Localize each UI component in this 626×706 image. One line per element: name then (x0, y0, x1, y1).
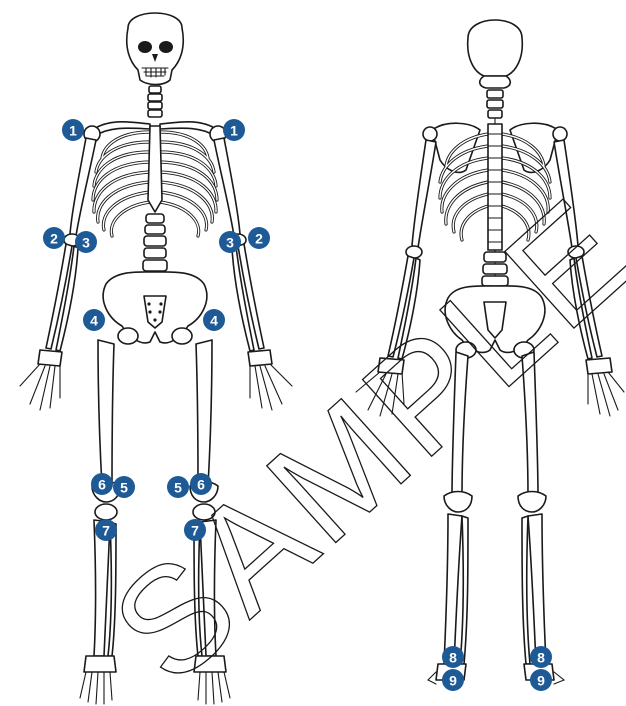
marker-number: 7 (191, 523, 199, 539)
right-arm (20, 138, 96, 410)
pelvis (103, 272, 207, 344)
marker-2-left-elbow-lateral: 2 (248, 227, 270, 249)
marker-number: 9 (537, 673, 545, 689)
marker-4-left-hip: 4 (203, 309, 225, 331)
marker-7-left-tibia: 7 (184, 519, 206, 541)
marker-3-left-elbow-medial: 3 (219, 231, 241, 253)
marker-2-right-elbow-lateral: 2 (43, 227, 65, 249)
marker-8-right-ankle: 8 (530, 646, 552, 668)
marker-9-right-heel: 9 (530, 669, 552, 691)
marker-number: 4 (90, 313, 98, 329)
marker-number: 7 (102, 523, 110, 539)
marker-6-right-knee-outer: 6 (91, 473, 113, 495)
marker-number: 9 (449, 673, 457, 689)
left-arm (214, 138, 292, 410)
skull-back (468, 20, 523, 88)
marker-5-right-knee-inner: 5 (113, 476, 135, 498)
marker-number: 6 (98, 477, 106, 493)
marker-number: 4 (210, 313, 218, 329)
marker-number: 8 (537, 650, 545, 666)
marker-number: 5 (174, 480, 182, 496)
marker-8-left-ankle: 8 (442, 646, 464, 668)
marker-number: 1 (69, 123, 77, 139)
marker-number: 6 (197, 477, 205, 493)
marker-number: 1 (230, 123, 238, 139)
marker-1-left-shoulder: 1 (223, 119, 245, 141)
marker-number: 3 (226, 235, 234, 251)
marker-1-right-shoulder: 1 (62, 119, 84, 141)
marker-number: 2 (255, 231, 263, 247)
marker-6-left-knee-outer: 6 (190, 473, 212, 495)
marker-4-right-hip: 4 (83, 309, 105, 331)
marker-9-left-heel: 9 (442, 669, 464, 691)
skull (127, 13, 184, 85)
marker-number: 3 (82, 235, 90, 251)
cervical-spine (148, 86, 162, 117)
marker-3-right-elbow-medial: 3 (75, 231, 97, 253)
marker-7-right-tibia: 7 (95, 519, 117, 541)
lumbar-spine (143, 214, 167, 271)
marker-5-left-knee-inner: 5 (167, 476, 189, 498)
marker-number: 2 (50, 231, 58, 247)
marker-number: 5 (120, 480, 128, 496)
marker-number: 8 (449, 650, 457, 666)
